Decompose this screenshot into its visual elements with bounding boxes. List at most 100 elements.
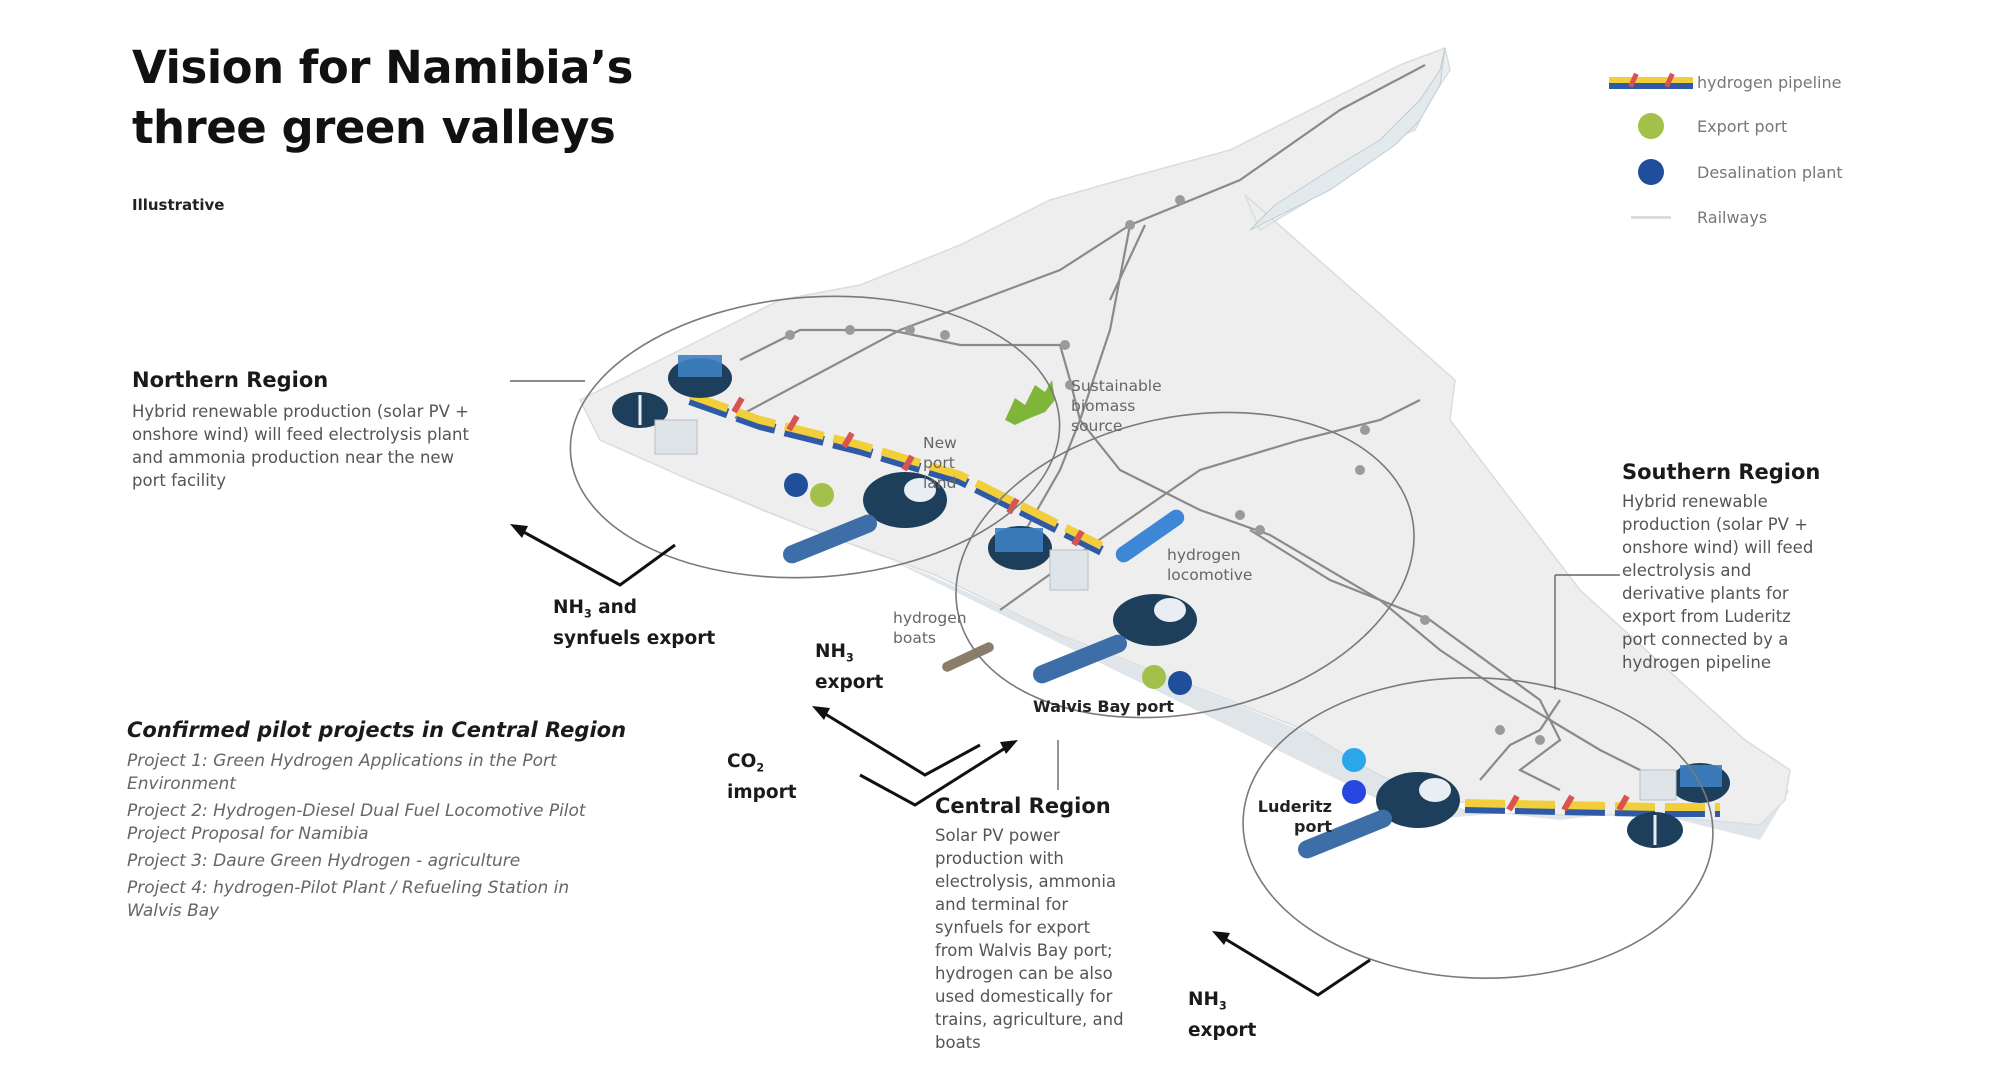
body-line: electrolysis and bbox=[1622, 561, 1752, 580]
hydrogen-boat-icon bbox=[942, 642, 994, 672]
chem-subscript: 3 bbox=[845, 651, 854, 665]
railway-network bbox=[734, 64, 1701, 801]
project-line: Project 3: Daure Green Hydrogen - agricu… bbox=[127, 851, 521, 871]
legend-item-pipeline: hydrogen pipeline bbox=[1605, 68, 1841, 96]
chem-formula: CO bbox=[727, 751, 757, 772]
legend-label: Desalination plant bbox=[1697, 162, 1843, 182]
hydrogen-pipeline-icon bbox=[1605, 70, 1697, 94]
ship-icon bbox=[782, 514, 878, 564]
ship-central bbox=[1032, 634, 1128, 684]
port-terminal-central bbox=[1113, 594, 1197, 646]
land-main bbox=[578, 46, 1791, 826]
central-export-arrowhead bbox=[812, 706, 830, 720]
body-line: Solar PV power bbox=[935, 826, 1060, 845]
land-mass bbox=[578, 46, 1791, 840]
body-line: derivative plants for bbox=[1622, 584, 1789, 603]
railway-south-branch bbox=[1479, 699, 1561, 781]
export-port-dot-icon bbox=[1638, 113, 1664, 139]
railway-stations bbox=[785, 195, 1545, 745]
pilot-project-4: Project 4: hydrogen-Pilot Plant / Refuel… bbox=[127, 877, 707, 923]
label-text: synfuels export bbox=[553, 627, 716, 649]
southern-region-ellipse bbox=[1242, 677, 1714, 979]
northern-facilities bbox=[612, 355, 947, 564]
label-line: Luderitz bbox=[1257, 797, 1332, 816]
desalination-plant-walvis bbox=[1168, 671, 1192, 695]
central-region-body: Solar PV power production with electroly… bbox=[935, 824, 1195, 1054]
label-line: hydrogen bbox=[893, 609, 967, 627]
central-export-label: NH3 export bbox=[815, 640, 883, 695]
body-line: synfuels for export bbox=[935, 918, 1091, 937]
light-blue-dot bbox=[1342, 748, 1366, 772]
label-line: port bbox=[1294, 817, 1332, 836]
southern-region-block: Southern Region Hybrid renewable product… bbox=[1622, 460, 1882, 674]
walvis-bay-port-label: Walvis Bay port bbox=[1033, 697, 1174, 716]
project-line: Project 2: Hydrogen-Diesel Dual Fuel Loc… bbox=[127, 801, 586, 821]
co2-import-arrowhead bbox=[1000, 740, 1018, 754]
desalination-plant-north bbox=[784, 473, 808, 497]
luderitz-port-label: Luderitz port bbox=[1254, 797, 1332, 837]
body-line: onshore wind) will feed electrolysis pla… bbox=[132, 425, 469, 444]
desalination-plant-luderitz bbox=[1342, 780, 1366, 804]
label-line: port bbox=[923, 454, 955, 472]
label-line: biomass bbox=[1071, 397, 1136, 415]
central-region-block: Central Region Solar PV power production… bbox=[935, 794, 1195, 1054]
pilot-project-1: Project 1: Green Hydrogen Applications i… bbox=[127, 750, 707, 796]
railway-line-icon bbox=[1631, 215, 1671, 219]
ship-south bbox=[1297, 809, 1393, 859]
region-ellipses bbox=[569, 295, 1714, 979]
export-port-walvis bbox=[1142, 665, 1166, 689]
page-title: Vision for Namibia’s three green valleys bbox=[132, 38, 633, 158]
chem-formula: NH bbox=[1188, 989, 1219, 1010]
body-line: hydrogen pipeline bbox=[1622, 653, 1771, 672]
electrolysis-plant-south bbox=[1639, 769, 1677, 801]
body-line: hydrogen can be also bbox=[935, 964, 1113, 983]
hydrogen-locomotive-label: hydrogen locomotive bbox=[1167, 545, 1252, 585]
railway-branch-2 bbox=[1109, 224, 1146, 301]
legend-item-desalination: Desalination plant bbox=[1605, 158, 1843, 186]
label-line: hydrogen bbox=[1167, 546, 1241, 564]
legend-label: Railways bbox=[1697, 207, 1768, 227]
southern-region-body: Hybrid renewable production (solar PV + … bbox=[1622, 490, 1882, 674]
biomass-forest-icon bbox=[1005, 380, 1055, 425]
north-export-arrowhead bbox=[510, 524, 528, 538]
flow-arrows bbox=[519, 528, 1371, 997]
north-lagoon bbox=[1249, 47, 1446, 231]
electrolysis-plant-icon bbox=[654, 419, 698, 455]
legend-label: hydrogen pipeline bbox=[1697, 72, 1842, 92]
biomass-label: Sustainable biomass source bbox=[1071, 376, 1162, 436]
title-line-2: three green valleys bbox=[132, 101, 616, 154]
body-line: and terminal for bbox=[935, 895, 1069, 914]
project-line: Environment bbox=[127, 774, 236, 794]
label-text: and bbox=[591, 597, 638, 618]
project-line: Project Proposal for Namibia bbox=[127, 824, 369, 844]
body-line: port connected by a bbox=[1622, 630, 1789, 649]
chem-formula: NH bbox=[815, 641, 846, 662]
label-line: Sustainable bbox=[1071, 377, 1162, 395]
south-export-arrow bbox=[1221, 935, 1371, 997]
body-line: and ammonia production near the new bbox=[132, 448, 455, 467]
label-line: locomotive bbox=[1167, 566, 1253, 584]
pilot-projects-heading: Confirmed pilot projects in Central Regi… bbox=[127, 718, 627, 742]
new-port-label: New port land bbox=[923, 433, 957, 493]
project-line: Walvis Bay bbox=[127, 901, 220, 921]
export-port-north bbox=[810, 483, 834, 507]
body-line: electrolysis, ammonia bbox=[935, 872, 1117, 891]
central-region-ellipse bbox=[955, 411, 1415, 719]
legend-item-railways: Railways bbox=[1605, 203, 1767, 231]
central-region-heading: Central Region bbox=[935, 794, 1111, 818]
project-line: Project 1: Green Hydrogen Applications i… bbox=[127, 751, 557, 771]
label-line: boats bbox=[893, 629, 936, 647]
southern-region-heading: Southern Region bbox=[1622, 460, 1821, 484]
body-line: trains, agriculture, and bbox=[935, 1010, 1124, 1029]
chem-subscript: 2 bbox=[756, 761, 765, 775]
co2-import-arrow bbox=[859, 743, 1011, 807]
body-line: onshore wind) will feed bbox=[1622, 538, 1814, 557]
legend-item-export-port: Export port bbox=[1605, 112, 1787, 140]
chem-formula: NH bbox=[553, 597, 584, 618]
pipeline-south bbox=[1464, 803, 1720, 817]
chem-subscript: 3 bbox=[583, 607, 592, 621]
project-line: Project 4: hydrogen-Pilot Plant / Refuel… bbox=[127, 878, 570, 898]
label-text: export bbox=[1188, 1019, 1257, 1041]
body-line: used domestically for bbox=[935, 987, 1113, 1006]
